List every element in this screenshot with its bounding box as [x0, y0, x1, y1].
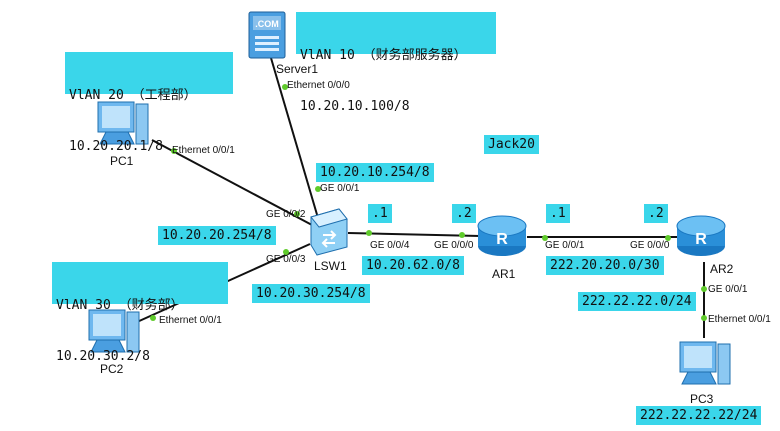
port-dot-lsw1-ge1: [315, 186, 321, 192]
router-icon: R: [676, 215, 726, 256]
note-pc3-ip: 222.22.22.22/24: [636, 406, 762, 425]
port-dot-server1-eth0: [282, 84, 288, 90]
port-label-lsw1-ge1: GE 0/0/1: [320, 183, 360, 194]
note-link2: 222.20.20.0/30: [546, 256, 664, 275]
lsw1-device[interactable]: [305, 207, 351, 257]
port-dot-ar2-ge0: [665, 235, 671, 241]
server1-label: Server1: [276, 62, 319, 76]
port-dot-pc1-eth1: [171, 148, 177, 154]
ar2-label: AR2: [710, 262, 734, 276]
note-vlan20-ip: 10.20.20.1/8: [69, 139, 163, 154]
note-vlan30-title: VlAN 30 （财务部）: [56, 298, 184, 313]
port-label-lsw1-ge4: GE 0/0/4: [370, 240, 410, 251]
ar1-label: AR1: [492, 267, 516, 281]
note-lsw-vlan30: 10.20.30.254/8: [252, 284, 370, 303]
ar2-device[interactable]: R: [675, 210, 727, 262]
note-dot2-a: .2: [452, 204, 476, 223]
server1-device[interactable]: .COM: [243, 8, 291, 62]
port-dot-pc3-eth1: [701, 315, 707, 321]
port-label-pc1-eth: Ethernet 0/0/1: [172, 145, 235, 156]
pc-icon: [88, 309, 140, 353]
port-dot-ar1-ge1: [542, 235, 548, 241]
pc1-label: PC1: [110, 154, 134, 168]
note-jack: Jack20: [484, 135, 539, 154]
router-icon: R: [477, 215, 527, 256]
port-dot-ar1-ge0: [459, 232, 465, 238]
link-server1-lsw1[interactable]: [270, 57, 319, 219]
port-dot-lsw1-ge3: [283, 249, 289, 255]
pc2-label: PC2: [100, 362, 124, 376]
port-label-ar1-ge1: GE 0/0/1: [545, 240, 585, 251]
note-dot1-a: .1: [368, 204, 392, 223]
link-pc1-lsw1[interactable]: [151, 139, 313, 226]
port-label-lsw1-ge2: GE 0/0/2: [266, 209, 306, 220]
pc2-device[interactable]: [85, 306, 143, 360]
svg-text:R: R: [496, 231, 508, 248]
port-label-lsw1-ge3: GE 0/0/3: [266, 254, 306, 265]
port-label-pc3-eth: Ethernet 0/0/1: [708, 314, 771, 325]
note-link3: 222.22.22.0/24: [578, 292, 696, 311]
pc-icon: [679, 341, 731, 385]
server-icon: .COM: [248, 11, 286, 59]
note-vlan30-ip: 10.20.30.2/8: [56, 349, 150, 364]
note-link1: 10.20.62.0/8: [362, 256, 464, 275]
port-label-ar2-ge0: GE 0/0/0: [630, 240, 670, 251]
svg-text:R: R: [695, 231, 707, 248]
note-vlan10-title: VlAN 10 （财务部服务器）: [300, 48, 467, 63]
note-dot2-b: .2: [644, 204, 668, 223]
port-label-server1-eth: Ethernet 0/0/0: [287, 80, 350, 91]
port-dot-ar2-ge1: [701, 286, 707, 292]
note-dot1-b: .1: [546, 204, 570, 223]
note-vlan10: VlAN 10 （财务部服务器） 10.20.10.100/8: [296, 12, 496, 114]
port-dot-lsw1-ge4: [366, 230, 372, 236]
lsw1-label: LSW1: [314, 259, 347, 273]
pc1-device[interactable]: [94, 98, 152, 152]
switch-icon: [310, 208, 348, 256]
note-vlan10-ip: 10.20.10.100/8: [300, 99, 410, 114]
port-dot-lsw1-ge2: [294, 211, 300, 217]
note-lsw-vlan10: 10.20.10.254/8: [316, 163, 434, 182]
note-vlan20-title: VlAN 20 （工程部）: [69, 88, 197, 103]
port-label-ar1-ge0: GE 0/0/0: [434, 240, 474, 251]
ar1-device[interactable]: R: [476, 210, 528, 262]
note-vlan30: VlAN 30 （财务部） 10.20.30.2/8: [52, 262, 228, 364]
pc-icon: [97, 101, 149, 145]
note-vlan20: VlAN 20 （工程部） 10.20.20.1/8: [65, 52, 233, 154]
pc3-device[interactable]: [676, 338, 734, 392]
pc3-label: PC3: [690, 392, 714, 406]
port-label-pc2-eth: Ethernet 0/0/1: [159, 315, 222, 326]
port-label-ar2-ge1: GE 0/0/1: [708, 284, 748, 295]
port-dot-pc2-eth1: [150, 315, 156, 321]
note-lsw-vlan20: 10.20.20.254/8: [158, 226, 276, 245]
server-badge: .COM: [255, 19, 279, 29]
